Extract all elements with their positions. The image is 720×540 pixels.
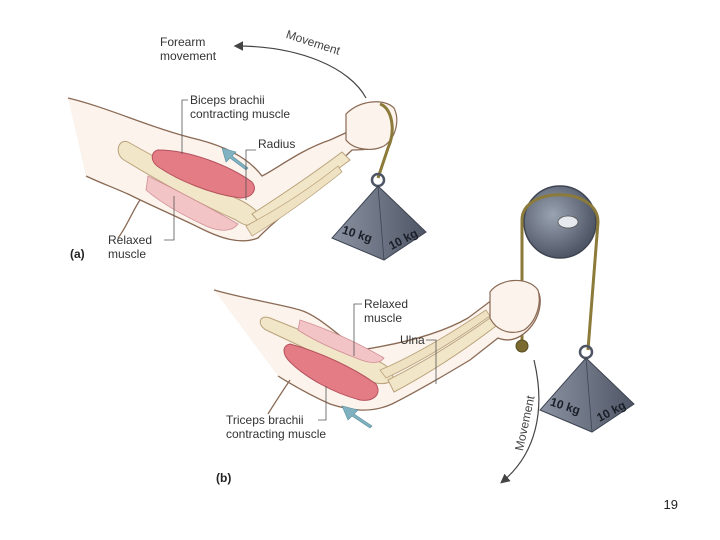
relaxed-label-b-1: Relaxed (364, 297, 408, 311)
ulna-label: Ulna (400, 333, 425, 347)
movement-label-b: Movement (512, 394, 537, 452)
arm-b-underside (267, 379, 291, 415)
contraction-arrow-b (341, 405, 373, 429)
page-number: 19 (663, 497, 678, 512)
movement-arc-a (233, 41, 367, 99)
relaxed-label-b-2: muscle (364, 311, 402, 325)
radius-label: Radius (258, 137, 295, 151)
movement-label-a: Movement (284, 27, 342, 58)
arm-b-skin (213, 283, 541, 411)
relaxed-label-a-2: muscle (108, 247, 146, 261)
biceps-relaxed-b (297, 319, 385, 363)
forearm-movement-label-1: Forearm (160, 35, 205, 49)
rope-a (376, 102, 394, 179)
weight-b-ring (578, 344, 594, 360)
triceps-label-2: contracting muscle (226, 427, 326, 441)
forearm-movement-label-2: movement (160, 49, 217, 63)
triceps-relaxed-a (145, 175, 239, 231)
rope-knot (515, 339, 529, 353)
hand-b (489, 279, 540, 333)
relaxed-label-a-1: Relaxed (108, 233, 152, 247)
biceps-label-1: Biceps brachii (190, 93, 265, 107)
ulna-a (245, 165, 343, 237)
panel-b: 10 kg 10 kg Movement Relaxed muscle Ulna… (213, 185, 635, 485)
triceps-label-1: Triceps brachii (226, 413, 304, 427)
triceps-muscle-b (283, 343, 379, 401)
arm-a-underside (117, 199, 141, 239)
movement-arc-b (500, 359, 540, 484)
biceps-muscle-a (151, 149, 255, 199)
pulley-rope (520, 193, 600, 351)
biceps-label-2: contracting muscle (190, 107, 290, 121)
panel-b-letter: (b) (216, 471, 231, 485)
contraction-arrow-a (221, 147, 249, 171)
panel-a: 10 kg 10 kg Forearm movement Movement Bi… (67, 27, 427, 261)
panel-a-letter: (a) (70, 247, 85, 261)
fist-a (345, 101, 398, 150)
